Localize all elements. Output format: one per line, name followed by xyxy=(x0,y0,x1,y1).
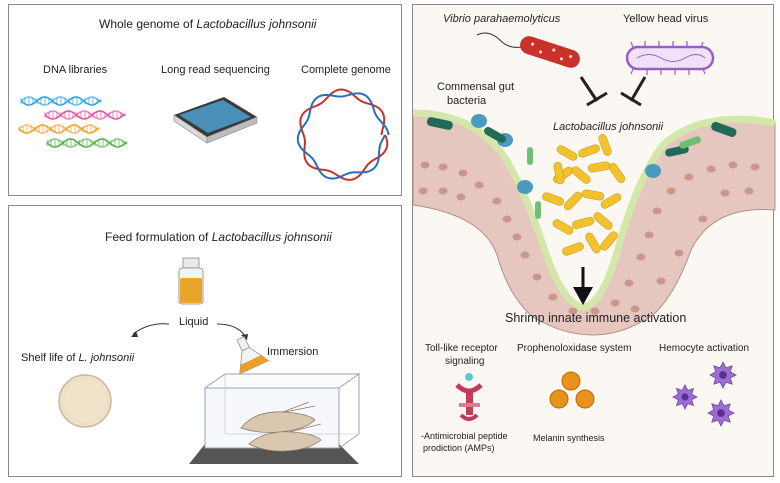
arrow-to-shelf-life xyxy=(132,323,170,335)
panel-whole-genome-title: Whole genome of Lactobacillus johnsonii xyxy=(99,17,317,31)
label-hemocyte: Hemocyte activation xyxy=(659,343,750,354)
flask-icon xyxy=(236,336,270,375)
propo-icon xyxy=(549,371,595,409)
label-lactobacillus: Lactobacillus johnsonii xyxy=(553,121,664,133)
label-melanin: Melanin synthesis xyxy=(533,433,605,443)
label-vibrio: Vibrio parahaemolyticus xyxy=(443,13,561,25)
virus-icon xyxy=(625,41,715,75)
circular-genome-icon xyxy=(296,88,390,181)
label-long-read-sequencing: Long read sequencing xyxy=(161,64,270,76)
label-tlr-2: signaling xyxy=(445,356,485,367)
inhibition-symbol xyxy=(579,76,647,107)
label-propo: Prophenoloxidase system xyxy=(517,343,632,354)
intestinal-crypt xyxy=(412,109,776,336)
commensal-bacteria-icon xyxy=(426,114,737,219)
label-immersion: Immersion xyxy=(267,346,319,358)
hemocyte-icon xyxy=(672,361,737,427)
label-yellow-head-virus: Yellow head virus xyxy=(623,13,709,25)
label-commensal-1: Commensal gut xyxy=(437,81,515,93)
label-complete-genome: Complete genome xyxy=(301,64,391,76)
dna-libraries-icon xyxy=(18,96,128,148)
label-amp-2: prodiction (AMPs) xyxy=(423,443,495,453)
tlr-receptor-icon xyxy=(455,373,483,421)
arrow-down xyxy=(573,267,593,305)
panel-feed-formulation: Feed formulation of Lactobacillus johnso… xyxy=(8,205,402,477)
label-tlr-1: Toll-like receptor xyxy=(425,343,498,354)
vibrio-icon xyxy=(476,32,580,68)
panel-whole-genome-graphics xyxy=(18,88,390,181)
panel-whole-genome: Whole genome of Lactobacillus johnsonii … xyxy=(8,4,402,196)
panel-immune-activation: Vibrio parahaemolyticus Yellow head viru… xyxy=(412,4,776,477)
label-dna-libraries: DNA libraries xyxy=(43,64,108,76)
panel-immune-graphics xyxy=(412,32,776,427)
label-shelf-life: Shelf life of L. johnsonii xyxy=(21,352,135,364)
label-amp-1: -Antimicrobial peptide xyxy=(421,431,508,441)
panel-feed-formulation-title: Feed formulation of Lactobacillus johnso… xyxy=(105,230,332,244)
epithelial-cells xyxy=(418,161,760,315)
panel-feed-graphics xyxy=(58,257,361,464)
lactobacillus-rods xyxy=(542,134,626,256)
petri-dish-icon xyxy=(58,374,112,428)
bottle-icon xyxy=(178,257,204,305)
label-commensal-2: bacteria xyxy=(447,95,487,107)
label-liquid: Liquid xyxy=(179,316,209,328)
label-immune-activation: Shrimp innate immune activation xyxy=(505,311,687,325)
sequencer-icon xyxy=(173,97,258,144)
arrow-to-immersion xyxy=(216,323,246,337)
aquarium-tank-icon xyxy=(189,373,361,464)
shrimp-icon xyxy=(240,401,322,452)
